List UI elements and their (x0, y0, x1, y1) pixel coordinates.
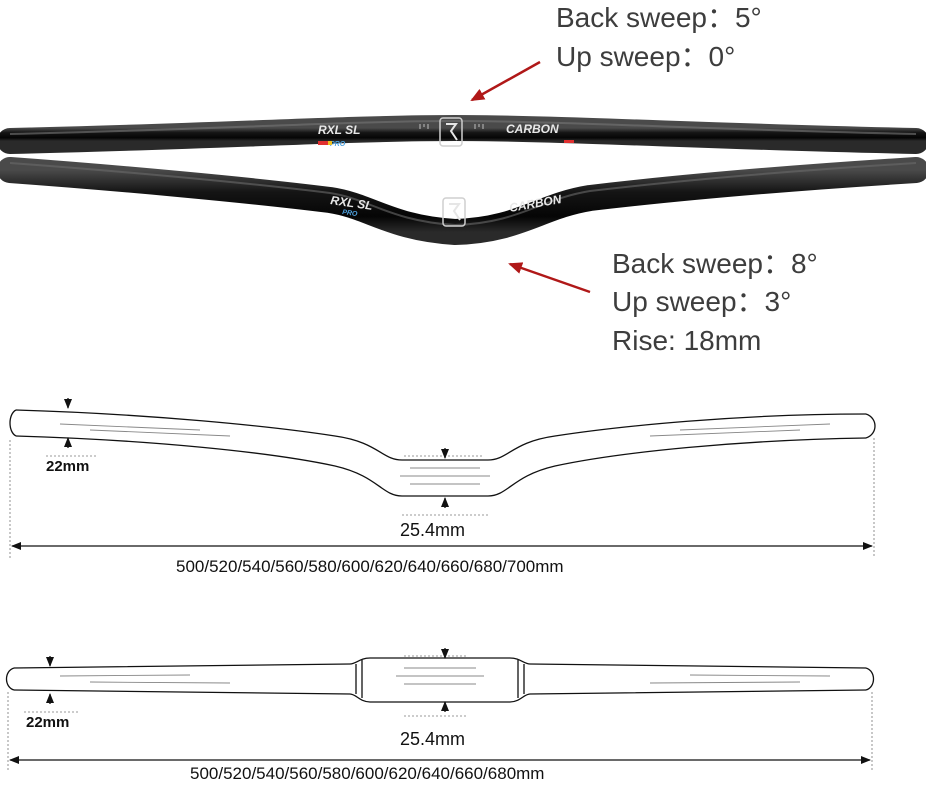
brand-logo-mark (446, 123, 458, 141)
flat-bar-callout-arrow (470, 60, 541, 102)
flat-up-sweep-label: Up sweep：0° (556, 41, 736, 72)
flat-bar-sub-text: PRO (330, 141, 346, 148)
flat-back-sweep-label: Back sweep：5° (556, 2, 762, 33)
riser-rise-label: Rise: 18mm (612, 325, 762, 356)
riser-back-sweep-label: Back sweep：8° (612, 248, 818, 279)
flat-bar-model-text: RXL SL (318, 123, 360, 137)
flat-outline-top (13, 657, 867, 669)
riser-outline-bottom (15, 435, 867, 497)
riser-end-diameter-label: 22mm (46, 458, 90, 475)
flat-bar-graphics: RXL SL CARBON PRO (318, 117, 574, 148)
riser-bar-drawing (9, 398, 876, 558)
flat-width-options-label: 500/520/540/560/580/600/620/640/660/680m… (190, 764, 545, 783)
riser-bar-model-text: RXL SL (330, 193, 374, 213)
riser-bar-callout-arrow (508, 262, 591, 294)
riser-end-left (9, 409, 17, 437)
brand-logo-badge (442, 197, 466, 227)
riser-width-options-label: 500/520/540/560/580/600/620/640/660/680/… (176, 557, 564, 576)
flat-end-diameter-label: 22mm (26, 714, 70, 731)
flat-clamp-diameter-label: 25.4mm (400, 729, 466, 749)
riser-bar-photo (0, 157, 926, 246)
brand-logo-mark (449, 203, 461, 221)
riser-clamp-diameter-label: 25.4mm (400, 520, 466, 540)
flat-bar-material-text: CARBON (506, 122, 559, 136)
brand-logo-badge (439, 117, 463, 147)
riser-end-right (865, 413, 876, 439)
flat-bar-drawing (5, 648, 875, 770)
riser-bar-sub-text: PRO (342, 209, 359, 218)
flat-outline-bottom (13, 689, 867, 703)
riser-up-sweep-label: Up sweep：3° (612, 286, 792, 317)
flat-bar-photo (0, 114, 926, 154)
flat-end-right (865, 667, 875, 691)
riser-outline-top (15, 409, 867, 461)
flat-end-left (5, 667, 15, 691)
